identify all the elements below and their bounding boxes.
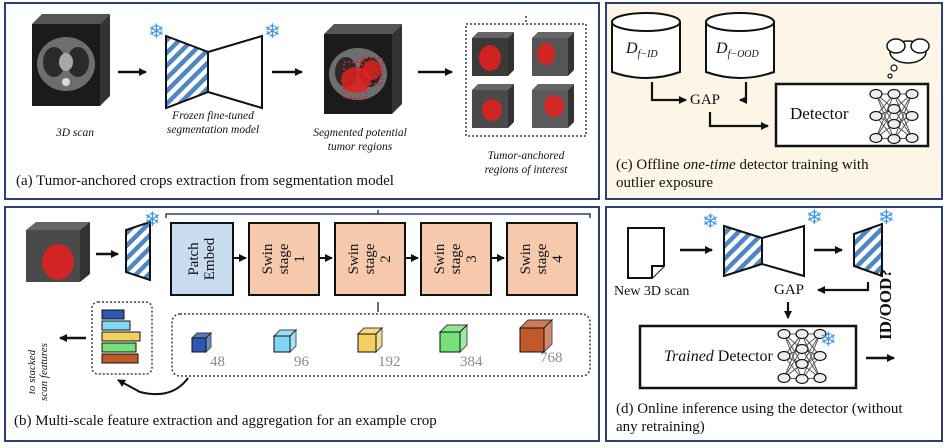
nn-node bbox=[905, 88, 919, 100]
roi-label-2: regions of interest bbox=[484, 164, 568, 176]
swin-stage-2: Swin stage 2 bbox=[334, 222, 406, 296]
neural-network-icon-d bbox=[777, 328, 827, 385]
nn-node bbox=[813, 328, 827, 340]
nn-node bbox=[905, 132, 919, 144]
model-label-1: Frozen fine-tuned bbox=[172, 110, 254, 122]
nn-edge bbox=[801, 333, 821, 380]
patch-embed-block: Patch Embed bbox=[170, 222, 234, 296]
new-scan-label: New 3D scan bbox=[614, 284, 690, 299]
nn-edge bbox=[893, 93, 913, 125]
nn-edge bbox=[801, 333, 821, 365]
nn-node bbox=[887, 133, 901, 145]
neural-network-icon bbox=[869, 88, 919, 145]
encoder-icon bbox=[125, 220, 151, 282]
feature-dim-384: 384 bbox=[460, 354, 483, 370]
seg-label-2: tumor regions bbox=[327, 141, 393, 153]
database-ood-label: Df−OOD bbox=[716, 40, 759, 61]
caption-d-1: (d) Online inference using the detector … bbox=[616, 401, 903, 417]
nn-edge bbox=[783, 333, 803, 379]
nn-node bbox=[869, 132, 883, 144]
nn-node bbox=[795, 328, 809, 340]
segmentation-model-icon bbox=[165, 34, 263, 110]
caption-d-2: any retraining) bbox=[616, 419, 705, 435]
frozen-snowflake-icon: ❄ bbox=[144, 209, 161, 231]
frozen-snowflake-icon: ❄ bbox=[820, 329, 837, 351]
nn-edge bbox=[875, 108, 895, 139]
nn-node bbox=[795, 343, 809, 355]
frozen-snowflake-icon: ❄ bbox=[806, 207, 823, 229]
frozen-snowflake-icon: ❄ bbox=[264, 21, 281, 43]
ct-scan-cube bbox=[32, 14, 110, 106]
feature-dim-192: 192 bbox=[378, 354, 401, 370]
nn-node bbox=[777, 328, 791, 340]
nn-node bbox=[813, 350, 827, 362]
detector-label-d: Trained Detector bbox=[664, 348, 773, 365]
feature-cube-4 bbox=[518, 318, 554, 354]
feature-cubes bbox=[190, 318, 554, 354]
detector-label-c: Detector bbox=[790, 104, 849, 123]
nn-node bbox=[777, 350, 791, 362]
gap-label-d: GAP bbox=[774, 282, 805, 298]
feature-maps-box bbox=[171, 313, 591, 377]
feature-cube-0 bbox=[190, 331, 213, 354]
feature-dim-96: 96 bbox=[294, 354, 309, 370]
nn-node bbox=[905, 110, 919, 122]
nn-edge bbox=[893, 93, 913, 140]
feature-cube-2 bbox=[356, 326, 384, 354]
nn-node bbox=[869, 88, 883, 100]
feature-cube-1 bbox=[272, 328, 298, 354]
panel-a bbox=[4, 2, 600, 200]
result-label: ID/OOD? bbox=[876, 269, 895, 340]
panel-b bbox=[4, 206, 600, 442]
encoder-icon-d bbox=[853, 222, 883, 278]
feature-cube-3 bbox=[438, 323, 469, 354]
scan-label: 3D scan bbox=[55, 127, 94, 139]
caption-a: (a) Tumor-anchored crops extraction from… bbox=[16, 173, 394, 189]
database-id-label: Df−ID bbox=[626, 40, 658, 61]
segmentation-model-icon-d bbox=[723, 224, 805, 278]
frozen-snowflake-icon: ❄ bbox=[878, 207, 895, 229]
panel-d bbox=[605, 206, 943, 442]
nn-node bbox=[813, 372, 827, 384]
roi-label-1: Tumor-anchored bbox=[487, 150, 565, 162]
gap-label-c: GAP bbox=[690, 92, 721, 108]
database-id bbox=[611, 12, 681, 79]
example-crop-cube bbox=[26, 222, 90, 282]
seg-label-1: Segmented potential bbox=[313, 127, 407, 139]
caption-c-2: outlier exposure bbox=[616, 175, 714, 191]
swin-stage-1: Swin stage 1 bbox=[248, 222, 320, 296]
nn-edge bbox=[801, 348, 821, 379]
nn-node bbox=[795, 373, 809, 385]
model-label-2: segmentation model bbox=[166, 124, 260, 136]
arrow-aggregate bbox=[117, 377, 189, 396]
nn-node bbox=[887, 88, 901, 100]
nn-node bbox=[795, 358, 809, 370]
swin-stage-4: Swin stage 4 bbox=[506, 222, 578, 296]
stacked-label: to stacked scan features bbox=[26, 343, 50, 401]
nn-node bbox=[777, 372, 791, 384]
roi-crop-cubes bbox=[472, 32, 574, 128]
nn-edge bbox=[875, 93, 895, 139]
feature-dim-48: 48 bbox=[210, 354, 225, 370]
frozen-snowflake-icon: ❄ bbox=[148, 21, 165, 43]
nn-edge bbox=[875, 93, 895, 125]
nn-edge bbox=[783, 348, 803, 379]
caption-c-1: (c) Offline one-time detector training w… bbox=[616, 157, 869, 173]
feature-dim-768: 768 bbox=[540, 350, 563, 366]
thought-cloud-icon bbox=[886, 38, 930, 79]
nn-node bbox=[869, 110, 883, 122]
new-scan-doc-icon bbox=[627, 227, 665, 279]
database-ood bbox=[705, 12, 775, 79]
frozen-snowflake-icon: ❄ bbox=[702, 211, 719, 233]
nn-edge bbox=[783, 333, 803, 365]
nn-edge bbox=[893, 108, 913, 139]
segmented-scan-cube bbox=[324, 24, 402, 114]
nn-node bbox=[887, 118, 901, 130]
stacked-features-box bbox=[91, 301, 153, 375]
roi-group-box bbox=[465, 23, 587, 137]
swin-stage-3: Swin stage 3 bbox=[420, 222, 492, 296]
caption-b: (b) Multi-scale feature extraction and a… bbox=[14, 413, 437, 429]
nn-node bbox=[887, 103, 901, 115]
